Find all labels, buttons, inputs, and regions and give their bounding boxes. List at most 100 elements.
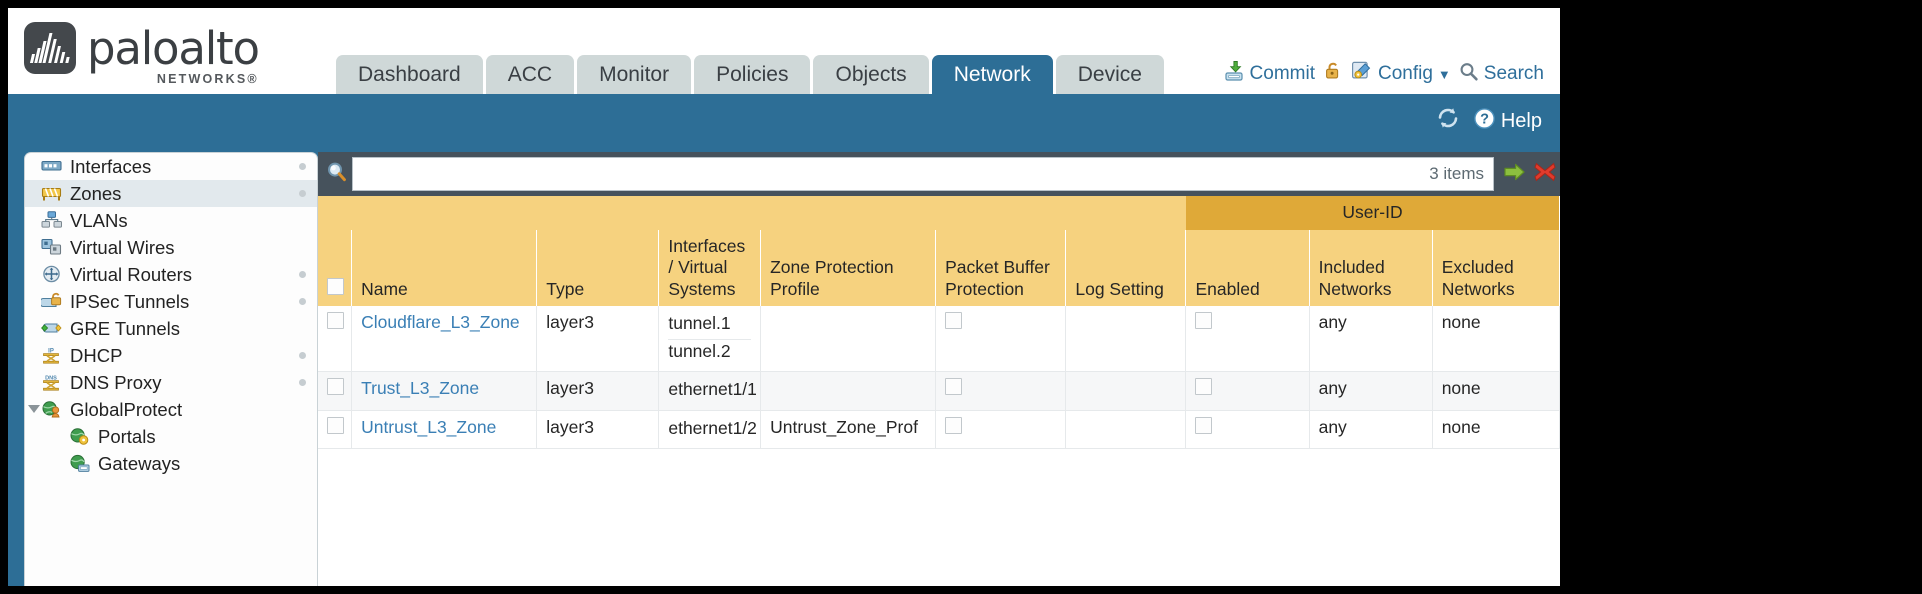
- config-label: Config: [1378, 63, 1433, 84]
- search-input[interactable]: 3 items: [352, 157, 1494, 191]
- row-checkbox[interactable]: [327, 416, 344, 434]
- row-checkbox[interactable]: [327, 378, 344, 396]
- clear-x-icon[interactable]: [1530, 161, 1560, 188]
- cell-log-setting: [1065, 410, 1187, 450]
- search-button[interactable]: Search: [1458, 61, 1544, 88]
- tab-dashboard[interactable]: Dashboard: [336, 55, 483, 94]
- row-select-cell[interactable]: [318, 306, 353, 373]
- tab-acc[interactable]: ACC: [485, 55, 575, 94]
- col-header-zone-protection-profile[interactable]: Zone Protection Profile: [760, 230, 937, 307]
- sidebar-item-dot: [299, 298, 306, 305]
- context-blue-band: ? Help: [8, 94, 1560, 152]
- enabled-checkbox[interactable]: [1195, 378, 1213, 396]
- sidebar-item-zones[interactable]: Zones: [25, 180, 317, 207]
- enabled-checkbox[interactable]: [1195, 416, 1213, 434]
- sidebar-item-virtual-wires[interactable]: Virtual Wires: [25, 234, 317, 261]
- row-checkbox[interactable]: [327, 312, 344, 330]
- table-row[interactable]: Trust_L3_Zone layer3 ethernet1/1: [318, 371, 1560, 411]
- sidebar-item-label: GlobalProtect: [70, 398, 183, 420]
- row-select-cell[interactable]: [318, 371, 353, 411]
- cell-enabled[interactable]: [1185, 410, 1310, 450]
- interface-entry: ethernet1/2: [668, 417, 757, 438]
- apply-arrow-icon[interactable]: [1500, 161, 1530, 188]
- zones-panel: 3 items: [318, 152, 1560, 586]
- main-tab-bar[interactable]: Dashboard ACC Monitor Policies Objects N…: [336, 55, 1167, 94]
- search-magnifier-icon[interactable]: [322, 160, 352, 189]
- cell-packet-buffer-protection[interactable]: [935, 306, 1067, 373]
- cell-name[interactable]: Trust_L3_Zone: [351, 371, 538, 411]
- packet-buffer-protection-checkbox[interactable]: [945, 312, 963, 330]
- cell-packet-buffer-protection[interactable]: [935, 371, 1067, 411]
- content-area: Interfaces Zones: [8, 152, 1560, 586]
- table-row[interactable]: Cloudflare_L3_Zone layer3 tunnel.1 tunne…: [318, 306, 1560, 373]
- tab-device[interactable]: Device: [1055, 55, 1164, 94]
- sidebar-item-label: IPSec Tunnels: [70, 290, 190, 312]
- help-label: Help: [1500, 109, 1542, 132]
- zones-table: User-ID Name Type Interfaces / Virtual S…: [318, 196, 1560, 450]
- commit-label: Commit: [1249, 63, 1315, 84]
- tab-policies[interactable]: Policies: [694, 55, 811, 94]
- tab-monitor[interactable]: Monitor: [577, 55, 692, 94]
- sidebar-item-label: DNS Proxy: [70, 371, 162, 393]
- sidebar-item-dot: [299, 190, 306, 197]
- zone-name-link[interactable]: Untrust_L3_Zone: [361, 416, 497, 437]
- help-button[interactable]: ? Help: [1473, 107, 1542, 136]
- sidebar-item-vlans[interactable]: VLANs: [25, 207, 317, 234]
- svg-text:DNS: DNS: [45, 375, 57, 381]
- gre-tunnels-icon: [41, 319, 63, 339]
- band-right-actions: ? Help: [1435, 106, 1542, 136]
- chevron-down-icon[interactable]: ▼: [1437, 66, 1451, 82]
- col-header-enabled[interactable]: Enabled: [1185, 230, 1310, 307]
- cell-type: layer3: [536, 371, 660, 411]
- col-header-type[interactable]: Type: [536, 230, 660, 307]
- packet-buffer-protection-checkbox[interactable]: [945, 378, 963, 396]
- col-header-log-setting[interactable]: Log Setting: [1065, 230, 1187, 307]
- col-header-name[interactable]: Name: [351, 230, 538, 307]
- select-all-checkbox[interactable]: [327, 277, 344, 295]
- refresh-icon[interactable]: [1435, 106, 1461, 136]
- zone-name-link[interactable]: Trust_L3_Zone: [361, 378, 480, 399]
- sidebar-item-virtual-routers[interactable]: Virtual Routers: [25, 261, 317, 288]
- help-question-icon: ?: [1473, 107, 1496, 136]
- commit-button[interactable]: Commit: [1223, 60, 1315, 88]
- cell-enabled[interactable]: [1185, 371, 1310, 411]
- packet-buffer-protection-checkbox[interactable]: [945, 416, 963, 434]
- sidebar-item-gre-tunnels[interactable]: GRE Tunnels: [25, 315, 317, 342]
- cell-included-networks: any: [1309, 306, 1433, 373]
- cell-name[interactable]: Cloudflare_L3_Zone: [351, 306, 538, 373]
- col-header-excluded-networks[interactable]: Excluded Networks: [1432, 230, 1560, 307]
- row-select-cell[interactable]: [318, 410, 353, 450]
- sidebar-item-dns-proxy[interactable]: DNS DNS Proxy: [25, 369, 317, 396]
- gateways-icon: [69, 454, 91, 474]
- sidebar-item-dhcp[interactable]: IP DHCP: [25, 342, 317, 369]
- table-row[interactable]: Untrust_L3_Zone layer3 ethernet1/2 Untru…: [318, 410, 1560, 450]
- sidebar-item-ipsec-tunnels[interactable]: IPSec Tunnels: [25, 288, 317, 315]
- cell-packet-buffer-protection[interactable]: [935, 410, 1067, 450]
- sidebar-item-interfaces[interactable]: Interfaces: [25, 153, 317, 180]
- select-all-header[interactable]: [318, 230, 353, 307]
- enabled-checkbox[interactable]: [1195, 312, 1213, 330]
- cell-enabled[interactable]: [1185, 306, 1310, 373]
- cell-log-setting: [1065, 306, 1187, 373]
- padlock-icon[interactable]: [1322, 60, 1344, 88]
- col-header-interfaces-virtual-systems[interactable]: Interfaces / Virtual Systems: [658, 230, 762, 307]
- tab-network[interactable]: Network: [931, 55, 1053, 94]
- search-label: Search: [1483, 63, 1544, 84]
- sidebar-item-portals[interactable]: Portals: [25, 423, 317, 450]
- tab-objects[interactable]: Objects: [813, 55, 929, 94]
- cell-name[interactable]: Untrust_L3_Zone: [351, 410, 538, 450]
- config-menu[interactable]: Config ▼: [1351, 60, 1451, 88]
- expander-triangle-icon[interactable]: [28, 405, 40, 413]
- paloalto-logo-mark-icon: [24, 22, 76, 74]
- cell-zone-protection-profile: Untrust_Zone_Prof: [760, 410, 937, 450]
- sidebar-item-gateways[interactable]: Gateways: [25, 450, 317, 477]
- sidebar-item-dot: [299, 352, 306, 359]
- sidebar-item-globalprotect[interactable]: GlobalProtect: [25, 396, 317, 423]
- zone-name-link[interactable]: Cloudflare_L3_Zone: [361, 312, 520, 333]
- col-header-included-networks[interactable]: Included Networks: [1309, 230, 1433, 307]
- paloalto-logo: paloalto NETWORKS®: [24, 22, 260, 86]
- col-header-packet-buffer-protection[interactable]: Packet Buffer Protection: [935, 230, 1067, 307]
- group-header-userid: User-ID: [1185, 196, 1560, 230]
- sidebar-item-label: Virtual Routers: [70, 263, 193, 285]
- interfaces-icon: [41, 157, 63, 177]
